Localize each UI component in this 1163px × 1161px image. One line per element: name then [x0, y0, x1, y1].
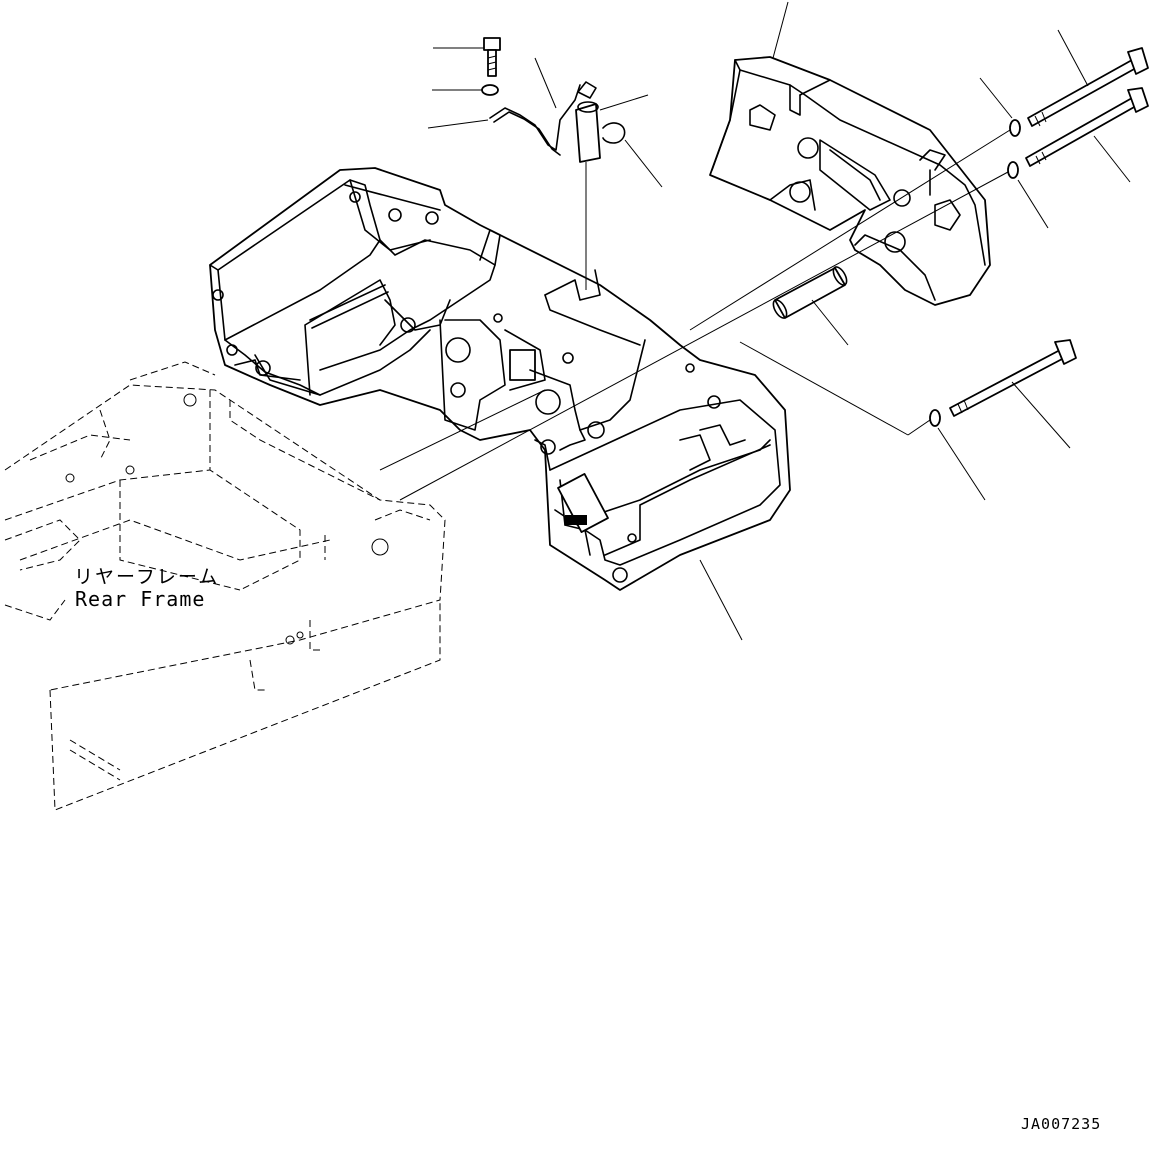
drawing-id: JA007235: [1021, 1115, 1102, 1133]
assembly-guide-lines: [379, 129, 1011, 501]
washers: [481, 84, 1021, 427]
counterweight-upper: [709, 56, 991, 306]
counterweight-main: [209, 167, 791, 591]
part-callout-leaders: [427, 1, 1131, 641]
rear-frame-label-jp: リヤーフレーム: [74, 566, 220, 588]
rear-frame-label-en: Rear Frame: [75, 587, 206, 611]
pin-and-wire: [483, 37, 626, 163]
rear-frame: [4, 361, 446, 811]
spacer-pipe: [772, 266, 848, 319]
long-bolts: [949, 47, 1149, 417]
